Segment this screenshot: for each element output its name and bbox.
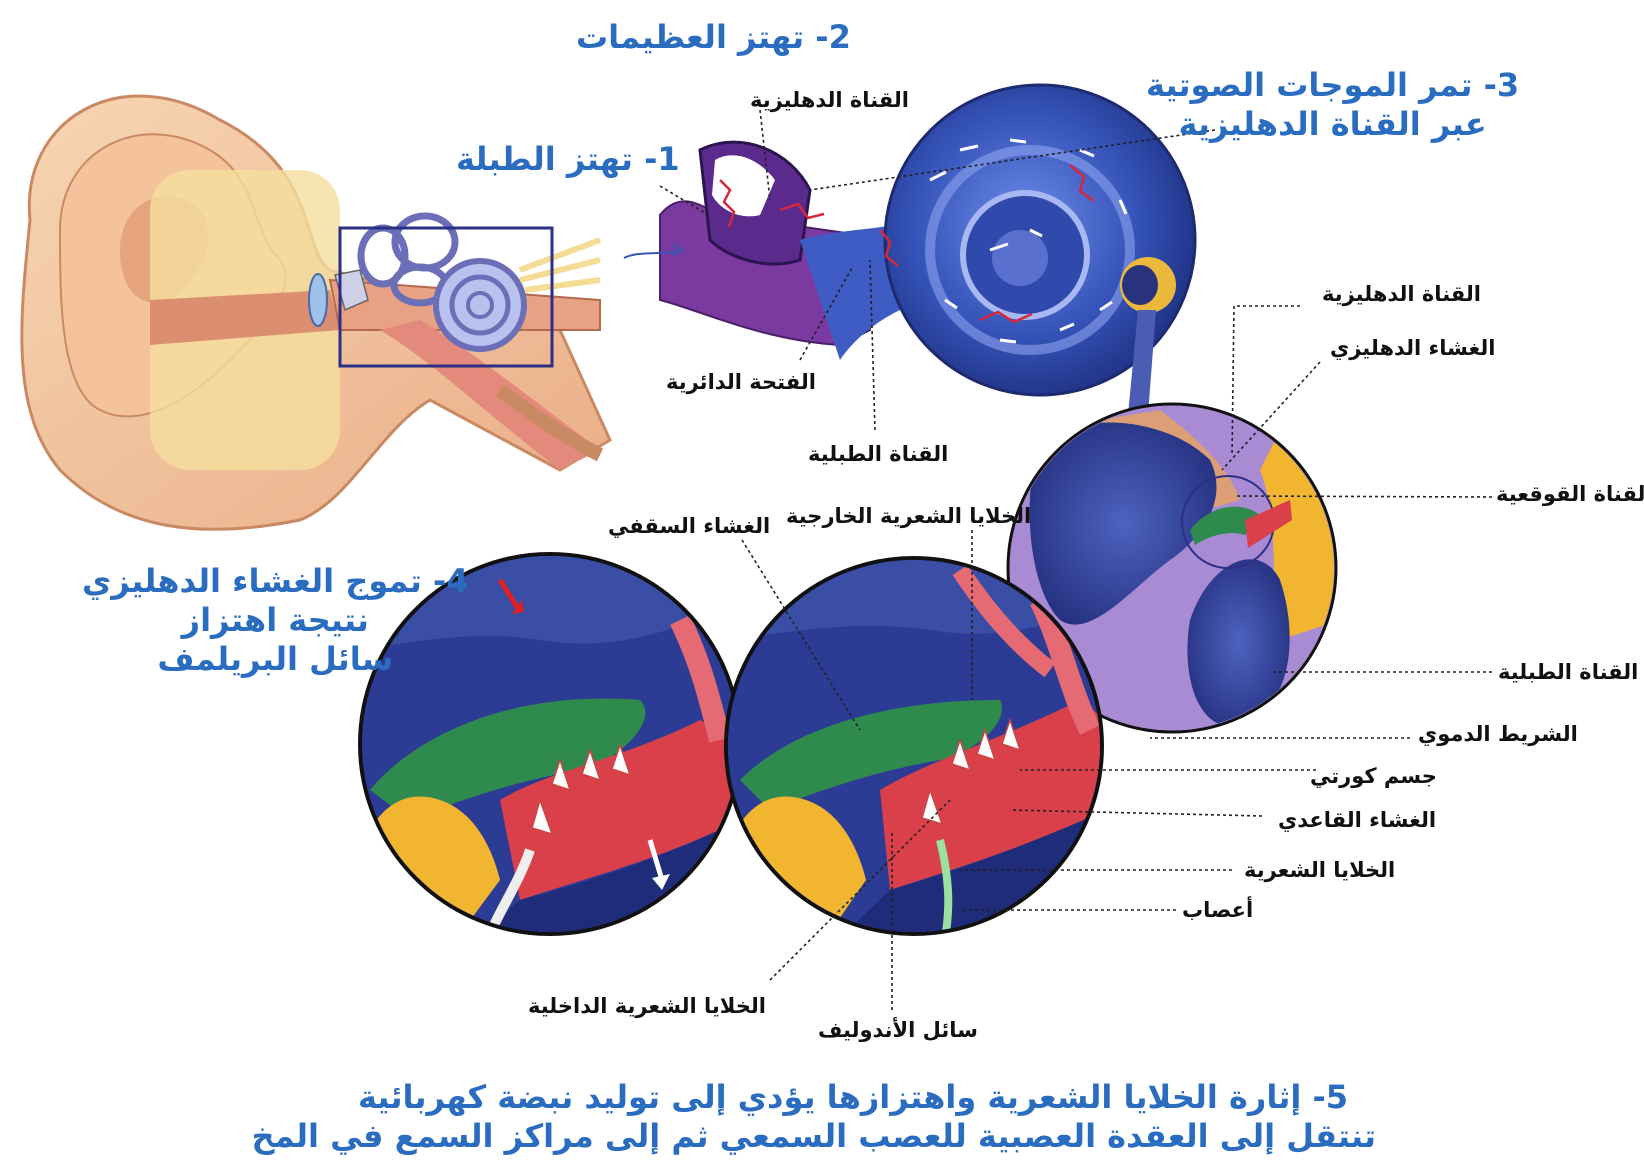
label-cochlear-duct: القناة القوقعية (1496, 482, 1644, 506)
organ-of-corti-zoom-left (358, 552, 742, 936)
label-tympanic-canal-mid: القناة الطبلية (808, 442, 949, 466)
step-1-text: 1- تهتز الطبلة (456, 140, 680, 178)
label-outer-hair-cells: الخلايا الشعرية الخارجية (786, 504, 1032, 528)
label-nerves: أعصاب (1182, 898, 1254, 922)
label-organ-of-corti: جسم كورتي (1310, 764, 1437, 788)
ear-anatomy-illustration (20, 94, 612, 531)
step-5-line-2: تنتقل إلى العقدة العصبية للعصب السمعي ثم… (251, 1117, 1376, 1156)
step-4-line-2: نتيجة اهتزاز (181, 601, 369, 640)
step-4-caption: 4- تموج الغشاء الدهليزي نتيجة اهتزاز سائ… (82, 562, 469, 679)
organ-of-corti-zoom-middle (724, 556, 1104, 936)
label-tympanic-canal-right: القناة الطبلية (1498, 660, 1639, 684)
label-tectorial-membrane: الغشاء السقفي (608, 514, 771, 538)
step-5-line-1: 5- إثارة الخلايا الشعرية واهتزازها يؤدي … (357, 1078, 1349, 1116)
label-vestibular-canal-top: القناة الدهليزية (750, 88, 909, 112)
label-vestibular-canal-right: القناة الدهليزية (1322, 282, 1481, 306)
label-basilar-membrane: الغشاء القاعدي (1278, 808, 1437, 832)
label-vestibular-membrane: الغشاء الدهليزي (1330, 336, 1496, 360)
step-3-caption: 3- تمر الموجات الصوتية عبر القناة الدهلي… (1146, 66, 1519, 144)
label-hair-cells: الخلايا الشعرية (1244, 858, 1396, 882)
label-round-window: الفتحة الدائرية (666, 370, 816, 394)
leader-lines (659, 109, 1493, 1010)
cochlea-illustration (623, 83, 1197, 415)
step-4-line-3: سائل البريلمف (157, 640, 394, 679)
step-4-line-1: 4- تموج الغشاء الدهليزي (82, 562, 469, 600)
step-3-line-1: 3- تمر الموجات الصوتية (1146, 66, 1520, 104)
label-endolymph: سائل الأندوليف (818, 1018, 978, 1042)
step-1-caption: 1- تهتز الطبلة (456, 140, 680, 179)
label-stria-vascularis: الشريط الدموي (1418, 722, 1578, 746)
step-3-line-2: عبر القناة الدهليزية (1178, 105, 1487, 144)
step-2-caption: 2- تهتز العظيمات (576, 18, 851, 57)
step-2-text: 2- تهتز العظيمات (576, 18, 851, 56)
step-5-caption: 5- إثارة الخلايا الشعرية واهتزازها يؤدي … (251, 1078, 1376, 1156)
label-inner-hair-cells: الخلايا الشعرية الداخلية (528, 994, 766, 1018)
